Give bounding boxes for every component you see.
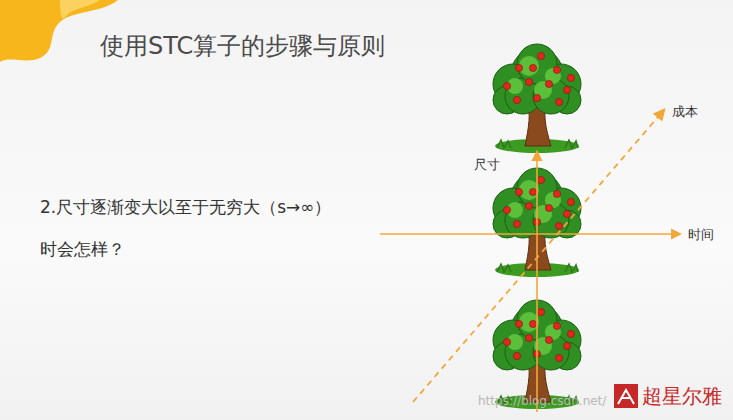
axes	[380, 110, 680, 412]
logo-text: 超星尔雅	[642, 383, 722, 410]
logo-icon	[614, 384, 638, 408]
axis-label: 成本	[672, 103, 698, 121]
question-text: 2.尺寸逐渐变大以至于无穷大（s→∞） 时会怎样？	[40, 186, 335, 270]
axis-label: 时间	[688, 226, 714, 244]
corner-swoosh-light	[60, 0, 100, 19]
slide-title: 使用STC算子的步骤与原则	[100, 30, 385, 62]
apple-tree	[493, 44, 581, 153]
axis-label: 尺寸	[474, 156, 500, 174]
watermark: https://blog.csdn.net/	[478, 394, 606, 408]
